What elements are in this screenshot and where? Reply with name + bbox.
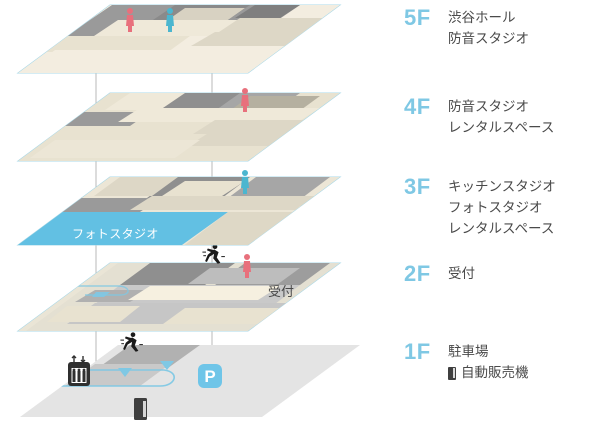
legend-sub-label: 自動販売機: [461, 364, 529, 380]
floor-legend: 5F 渋谷ホール 防音スタジオ 4F 防音スタジオ レンタルスペース 3F キッ…: [404, 0, 600, 430]
person-red-icon: [126, 8, 134, 32]
legend-name: 防音スタジオ: [448, 30, 529, 46]
legend-names-3f: キッチンスタジオ フォトスタジオ レンタルスペース: [448, 175, 556, 240]
legend-name: 防音スタジオ: [448, 99, 529, 114]
legend-floor-number-3f: 3F: [404, 174, 431, 199]
legend-floor-number-2f: 2F: [404, 261, 431, 286]
legend-row-3f: 3F キッチンスタジオ フォトスタジオ レンタルスペース: [404, 175, 556, 240]
photo-studio-area: [18, 212, 228, 245]
legend-row-2f: 2F 受付: [404, 262, 475, 285]
person-red-icon: [241, 88, 249, 112]
legend-name: 渋谷ホール: [448, 10, 516, 25]
person-cyan-icon: [241, 170, 249, 194]
legend-floor-number-5f: 5F: [404, 5, 431, 30]
floor-plate-5f: [16, 4, 342, 74]
parking-icon: P: [198, 364, 222, 388]
person-cyan-icon: [166, 8, 174, 32]
legend-name: レンタルスペース: [448, 220, 555, 236]
floor-plate-1f: P: [20, 332, 360, 420]
vending-machine-icon: [134, 398, 147, 420]
legend-names-4f: 防音スタジオ レンタルスペース: [448, 95, 554, 139]
legend-names-2f: 受付: [448, 262, 475, 285]
runner-icon: [120, 332, 143, 352]
legend-name: 受付: [448, 266, 475, 281]
legend-row-1f: 1F 駐車場 自動販売機: [404, 340, 529, 384]
parking-sign-letter: P: [204, 367, 215, 386]
floor-plate-3f: [16, 170, 342, 246]
person-red-icon: [243, 254, 251, 278]
vending-machine-icon: [448, 366, 456, 380]
legend-floor-number-1f: 1F: [404, 339, 431, 364]
floor-plate-2f: [16, 244, 342, 332]
legend-name: 駐車場: [448, 344, 489, 359]
legend-row-5f: 5F 渋谷ホール 防音スタジオ: [404, 6, 529, 50]
legend-floor-number-4f: 4F: [404, 94, 431, 119]
floor-plate-4f: [16, 88, 342, 162]
legend-row-4f: 4F 防音スタジオ レンタルスペース: [404, 95, 554, 139]
legend-names-1f: 駐車場 自動販売機: [448, 340, 529, 384]
legend-names-5f: 渋谷ホール 防音スタジオ: [448, 6, 529, 50]
runner-icon: [202, 244, 225, 264]
floor-stack-diagram: P: [16, 4, 360, 420]
legend-name: レンタルスペース: [448, 119, 555, 135]
legend-sub-vending-machine: 自動販売機: [448, 363, 529, 384]
elevator-icon: [68, 355, 90, 386]
legend-name: キッチンスタジオ: [448, 179, 556, 194]
legend-name: フォトスタジオ: [448, 199, 543, 215]
